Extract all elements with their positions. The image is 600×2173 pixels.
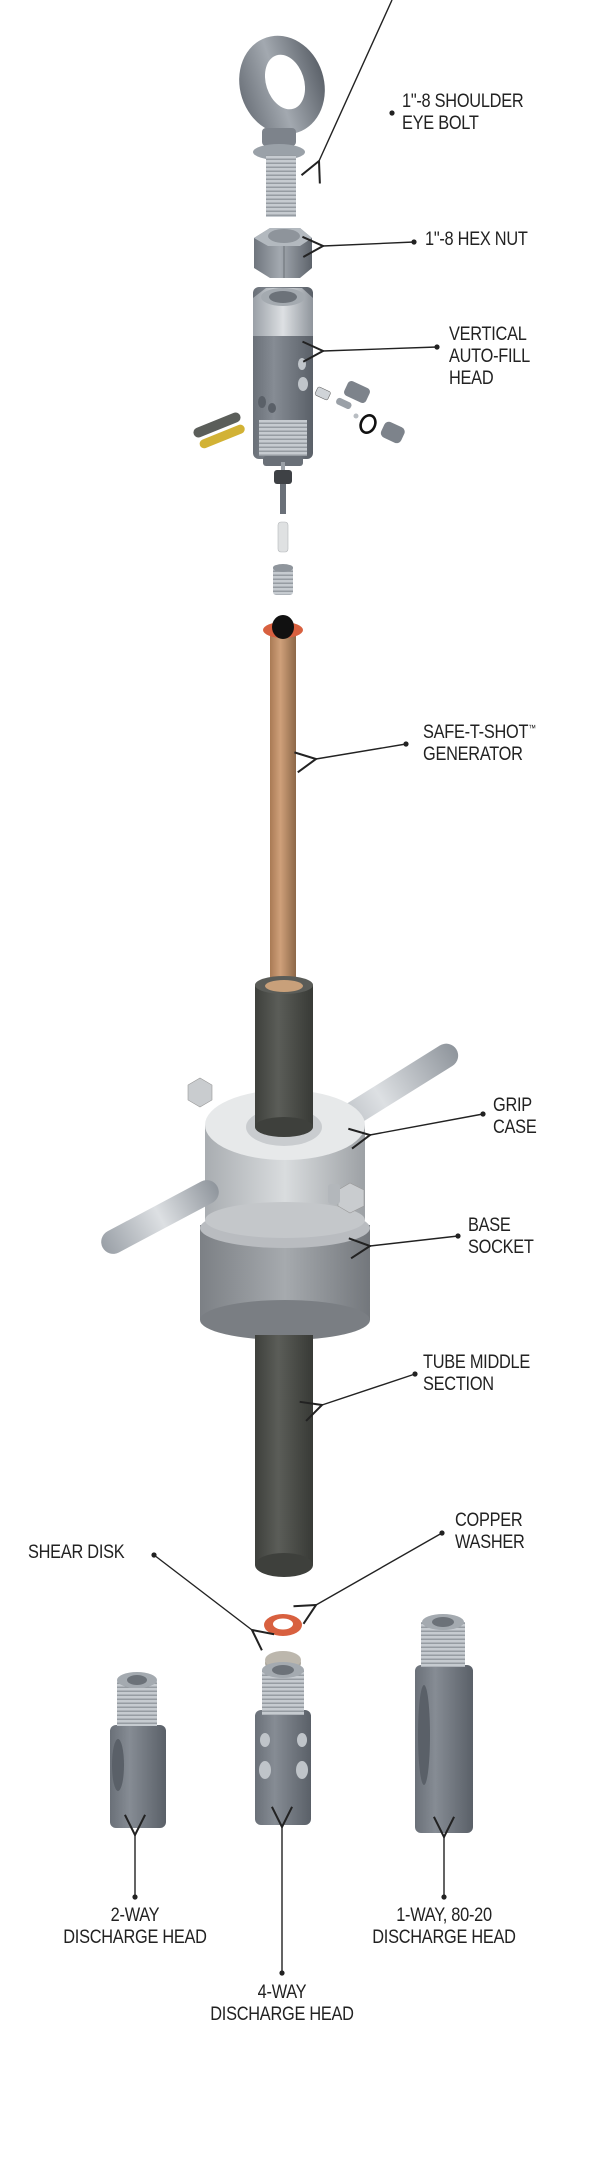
label-four-way-discharge-head: 4-WAY DISCHARGE HEAD: [210, 1982, 354, 2025]
label-base-socket: BASE SOCKET: [468, 1215, 534, 1258]
tube-middle-section-part: [255, 1335, 313, 1577]
label-copper-washer: COPPER WASHER: [455, 1510, 525, 1553]
label-tube-middle-section: TUBE MIDDLE SECTION: [423, 1352, 531, 1395]
label-auto-fill-head: VERTICAL AUTO-FILL HEAD: [449, 324, 530, 389]
valve-stem-parts: [273, 462, 293, 595]
leader-lines: [124, 0, 486, 1976]
label-one-way-discharge-head: 1-WAY, 80-20 DISCHARGE HEAD: [372, 1905, 516, 1948]
label-eye-bolt: 1"-8 SHOULDER EYE BOLT: [402, 91, 524, 134]
shoulder-eye-bolt-part: [239, 35, 325, 217]
label-two-way-discharge-head: 2-WAY DISCHARGE HEAD: [63, 1905, 207, 1948]
label-grip-case: GRIP CASE: [493, 1095, 537, 1138]
label-shear-disk: SHEAR DISK: [28, 1542, 125, 1563]
safe-t-shot-generator-part: [263, 615, 303, 1012]
copper-washer-part: [264, 1614, 302, 1636]
one-way-discharge-head-part: [415, 1614, 473, 1833]
label-hex-nut: 1"-8 HEX NUT: [425, 229, 528, 250]
two-way-discharge-head-part: [110, 1672, 166, 1828]
auto-fill-head-part: [193, 287, 405, 466]
hex-nut-part: [254, 228, 312, 278]
label-generator: SAFE-T-SHOT™ GENERATOR: [423, 722, 536, 765]
four-way-discharge-head-part: [255, 1662, 311, 1825]
grip-case-and-base-socket-part: [101, 1043, 459, 1340]
